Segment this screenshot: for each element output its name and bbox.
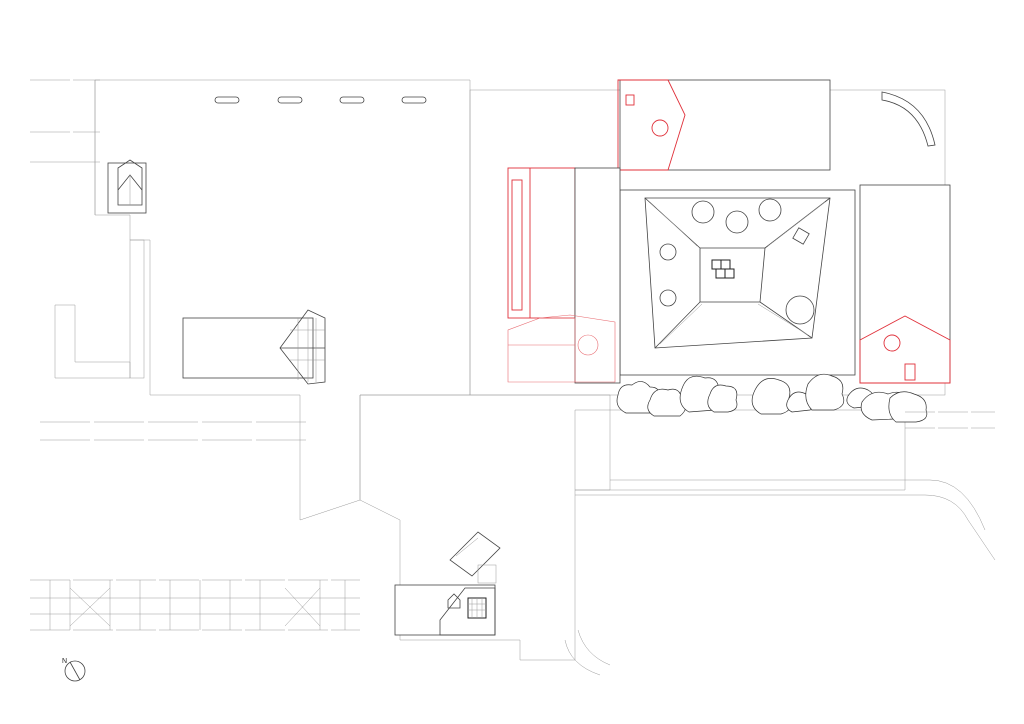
tree-row: [616, 373, 928, 423]
north-arrow: N: [62, 658, 86, 682]
boundary-lines-west: [30, 79, 360, 631]
red-house-east: [859, 315, 951, 384]
paved-plaza-west: [94, 79, 471, 521]
north-arrow-label: N: [62, 658, 67, 665]
small-house-south: [394, 584, 496, 636]
curved-path-south: [564, 629, 611, 676]
court-paving-tiles: [711, 259, 735, 279]
grid-strip-southwest: [30, 580, 360, 630]
red-roof-north: [617, 79, 686, 171]
court-building: [619, 189, 856, 376]
red-roof-west-long: [507, 167, 621, 384]
small-house-west: [107, 159, 147, 214]
kiosk-south: [449, 531, 501, 584]
bench-row: [214, 96, 427, 104]
paved-street-east: [574, 409, 906, 491]
paved-street-south: [359, 394, 611, 661]
building-north-strip: [619, 79, 831, 171]
curved-bench: [881, 91, 936, 147]
north-arrow-icon: [64, 660, 86, 682]
building-central-west: [182, 309, 326, 385]
building-east: [859, 184, 951, 384]
street-edges-east: [575, 411, 996, 561]
deck-strip-west: [54, 239, 145, 379]
